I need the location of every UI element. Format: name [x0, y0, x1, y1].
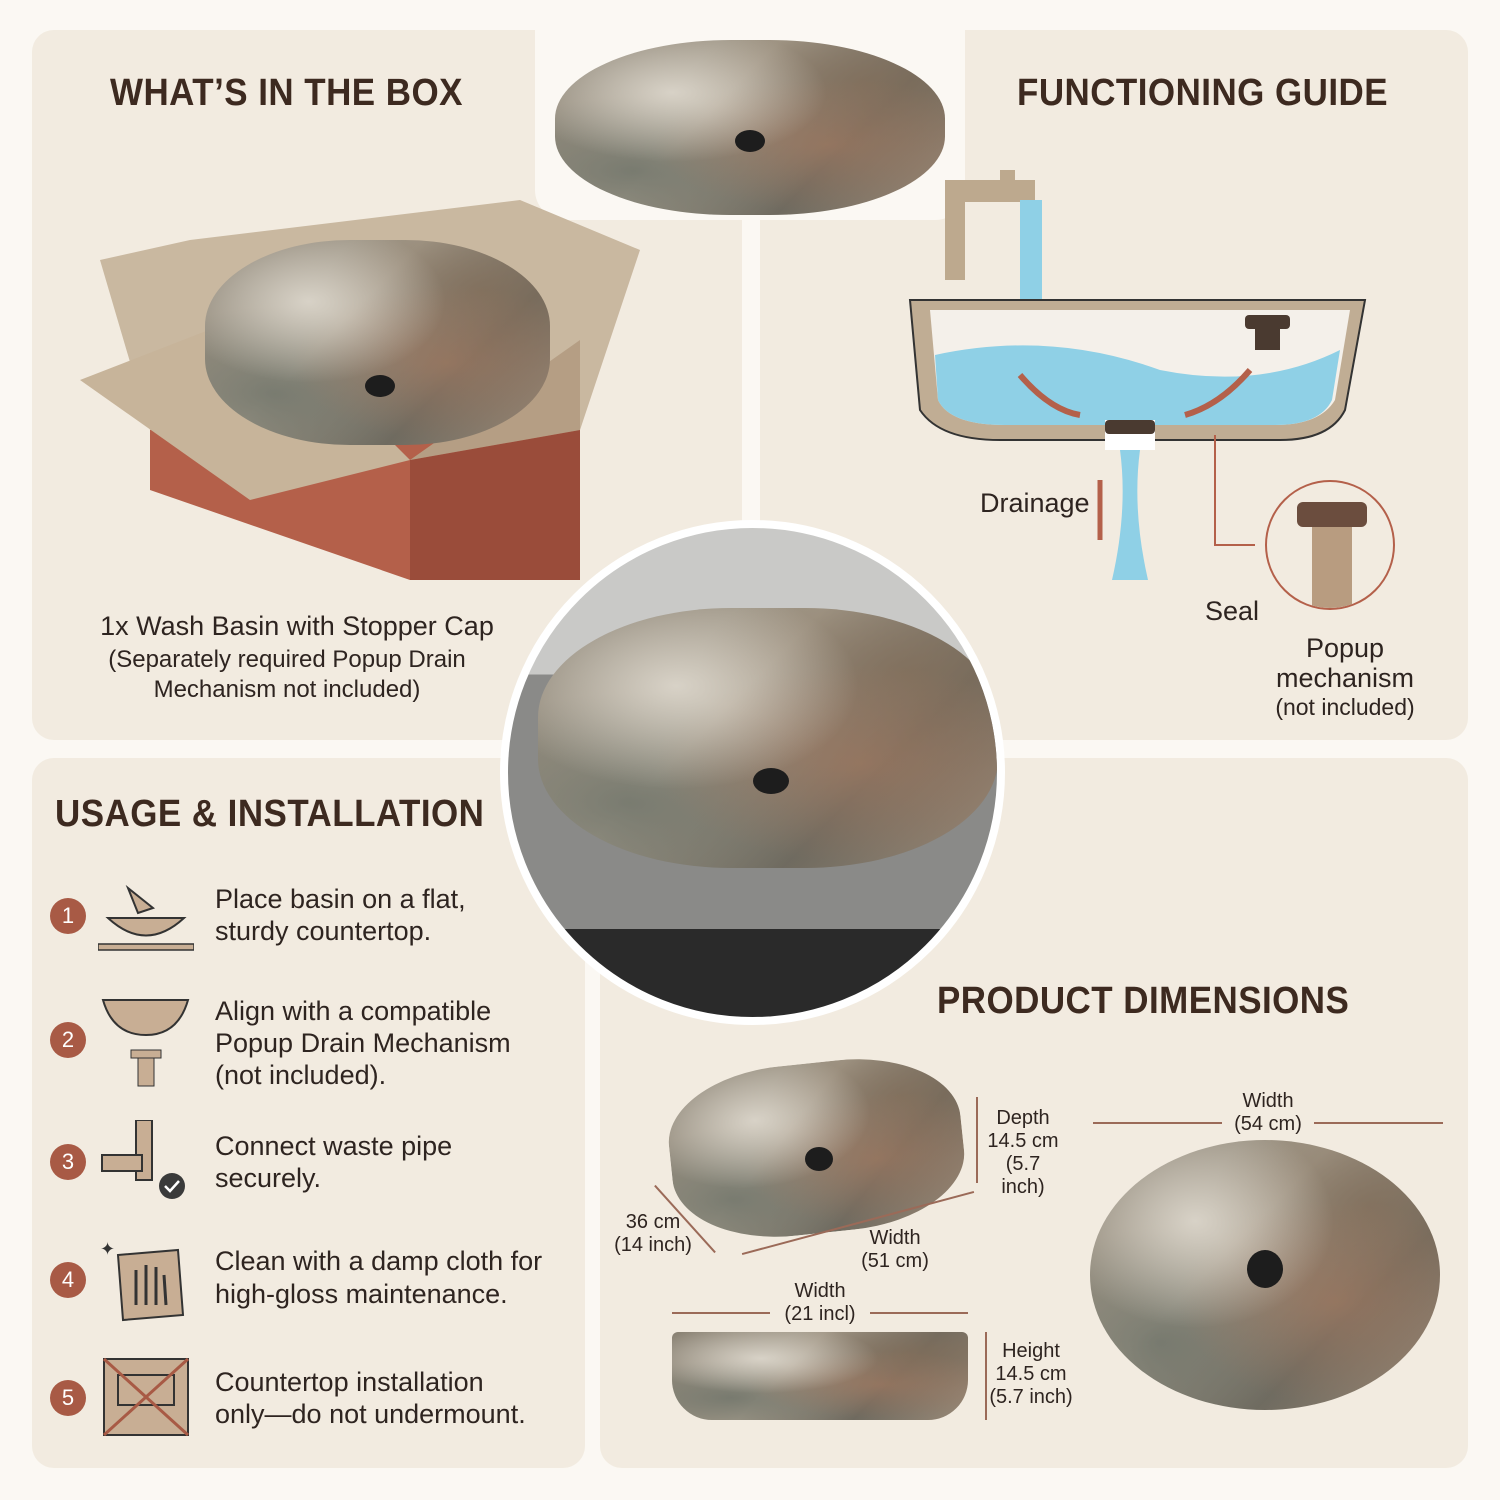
- guide-title: FUNCTIONING GUIDE: [1017, 72, 1389, 114]
- sink-diagram: [908, 170, 1367, 580]
- step-text-line1: Place basin on a flat,: [215, 884, 466, 914]
- depth-line: [976, 1097, 978, 1183]
- depth-inch: (5.7 inch): [1001, 1153, 1045, 1198]
- step-text-line1: Connect waste pipe: [215, 1131, 453, 1161]
- basin-photo-circle: [500, 520, 1005, 1025]
- basin-drain: [365, 375, 395, 397]
- seal-label: Seal: [1205, 596, 1260, 626]
- box-title: WHAT’S IN THE BOX: [110, 72, 463, 114]
- step-text-line1: Clean with a damp cloth for: [215, 1246, 543, 1276]
- step-number: 2: [50, 1022, 86, 1058]
- cleaning-cloth-icon: ✦: [98, 1235, 194, 1325]
- side-cm: 36 cm: [625, 1211, 681, 1233]
- height-inch: (5.7 inch): [989, 1386, 1073, 1408]
- drainage-label: Drainage: [980, 488, 1090, 518]
- depth-cm: 14.5 cm: [987, 1130, 1059, 1152]
- side-inch: (14 inch): [614, 1234, 692, 1256]
- no-undermount-icon: [98, 1355, 194, 1440]
- step-number: 1: [50, 898, 86, 934]
- popup-label-3: (not included): [1275, 694, 1415, 720]
- height-label: Height 14.5 cm (5.7 inch): [988, 1340, 1074, 1409]
- step-text-line2: Popup Drain Mechanism: [215, 1028, 511, 1058]
- basin-drain: [735, 130, 765, 152]
- step-number: 4: [50, 1262, 86, 1298]
- dimensions-title: PRODUCT DIMENSIONS: [937, 980, 1350, 1022]
- box-contents-line2: (Separately required Popup Drain: [108, 646, 466, 673]
- width21-title: Width: [794, 1280, 846, 1302]
- width51-title: Width: [869, 1227, 921, 1249]
- usage-installation-panel: [32, 758, 585, 1468]
- waste-pipe-check-icon: [98, 1119, 194, 1200]
- step-text-line2: securely.: [215, 1163, 322, 1193]
- box-contents-line3: Mechanism not included): [153, 676, 421, 703]
- basin-top-image: [555, 40, 945, 215]
- basin-drain: [1247, 1250, 1283, 1288]
- step-text-line1: Countertop installation: [215, 1367, 484, 1397]
- width21-label: Width (21 incl): [770, 1280, 870, 1326]
- basin-side-view: [672, 1332, 968, 1420]
- popup-mechanism-closeup: [1265, 480, 1395, 610]
- width54-value: (54 cm): [1234, 1113, 1302, 1135]
- basin-in-box-image: [205, 240, 550, 445]
- svg-text:✦: ✦: [100, 1239, 115, 1259]
- usage-title: USAGE & INSTALLATION: [55, 793, 485, 835]
- step-text-line2: sturdy countertop.: [215, 916, 432, 946]
- basin-drain: [805, 1147, 833, 1171]
- step-number: 5: [50, 1380, 86, 1416]
- side-label: 36 cm (14 inch): [608, 1211, 698, 1257]
- width21-value: (21 incl): [784, 1303, 856, 1325]
- popup-label-1: Popup: [1305, 633, 1385, 663]
- hand-basin-icon: [97, 878, 195, 958]
- step-text-line2: high-gloss maintenance.: [215, 1279, 508, 1309]
- depth-title: Depth: [996, 1107, 1050, 1129]
- width51-label: Width (51 cm): [855, 1227, 935, 1273]
- width51-value: (51 cm): [861, 1250, 929, 1272]
- step-text-line2: only—do not undermount.: [215, 1399, 526, 1429]
- popup-label-2: mechanism: [1275, 663, 1415, 693]
- width54-title: Width: [1242, 1090, 1294, 1112]
- step-number: 3: [50, 1144, 86, 1180]
- box-contents-line1: 1x Wash Basin with Stopper Cap: [100, 611, 494, 641]
- width54-label: Width (54 cm): [1222, 1090, 1314, 1136]
- step-text-line3: (not included).: [215, 1060, 387, 1090]
- height-cm: 14.5 cm: [995, 1363, 1067, 1385]
- drain-mechanism-icon: [98, 995, 194, 1090]
- step-text-line1: Align with a compatible: [215, 996, 492, 1026]
- height-line: [985, 1332, 987, 1420]
- depth-label: Depth 14.5 cm (5.7 inch): [983, 1107, 1063, 1199]
- height-title: Height: [1002, 1340, 1060, 1362]
